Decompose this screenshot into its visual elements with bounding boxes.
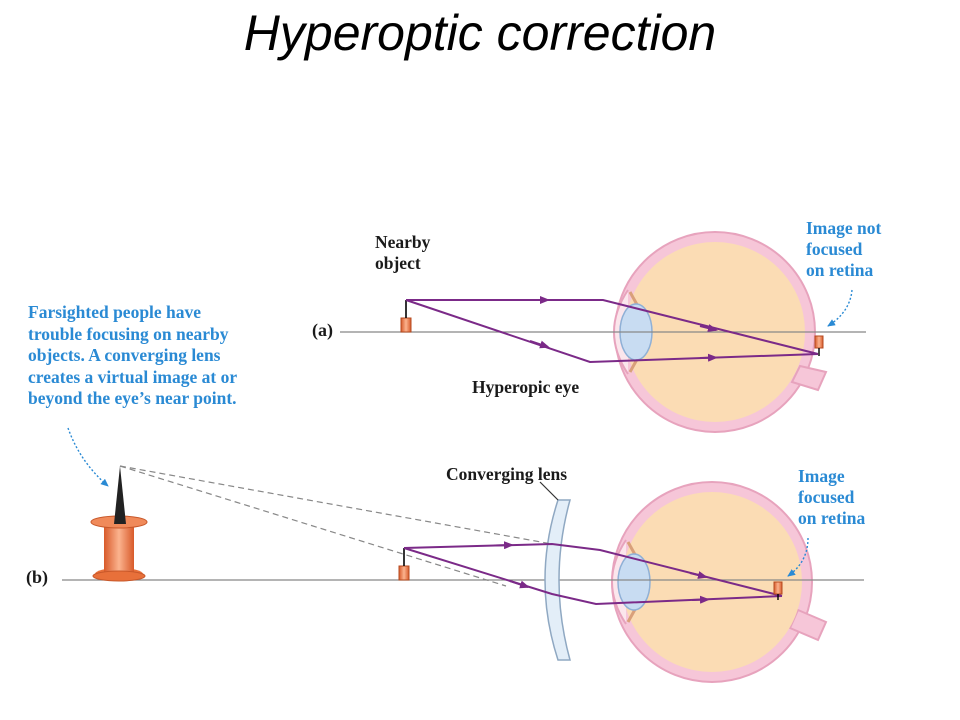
panel-a-label: (a) (312, 320, 333, 340)
label-image-focused: Image focused on retina (798, 466, 866, 528)
panel-b-nearby-object-icon (398, 548, 410, 581)
label-converging-lens: Converging lens (446, 464, 568, 484)
panel-a-nearby-object-icon (400, 300, 412, 333)
pointer-virtual-image (67, 427, 109, 487)
virtual-image-object-icon (90, 466, 148, 582)
virtual-ray-2 (119, 465, 507, 587)
label-hyperopic-eye: Hyperopic eye (472, 377, 580, 397)
virtual-ray-1 (119, 465, 553, 545)
panel-a-unfocused-image-icon (814, 335, 824, 356)
converging-lens-icon (544, 499, 571, 661)
panel-a-ray-1 (406, 299, 819, 355)
farsighted-caption: Farsighted people have trouble focusing … (28, 302, 238, 408)
panel-b-focused-image-icon (773, 581, 783, 600)
pointer-image-focused (787, 537, 809, 577)
label-image-not-focused: Image not focused on retina (806, 218, 882, 280)
pointer-image-not-focused (827, 289, 853, 327)
label-nearby-object: Nearby object (375, 232, 431, 273)
panel-a-ray-2 (405, 299, 819, 364)
panel-b-label: (b) (26, 567, 48, 587)
panel-b-eye (611, 481, 828, 683)
panel-b-ray-2 (403, 547, 783, 606)
slide-title: Hyperoptic correction (243, 5, 717, 61)
pointer-converging-lens (539, 481, 559, 501)
